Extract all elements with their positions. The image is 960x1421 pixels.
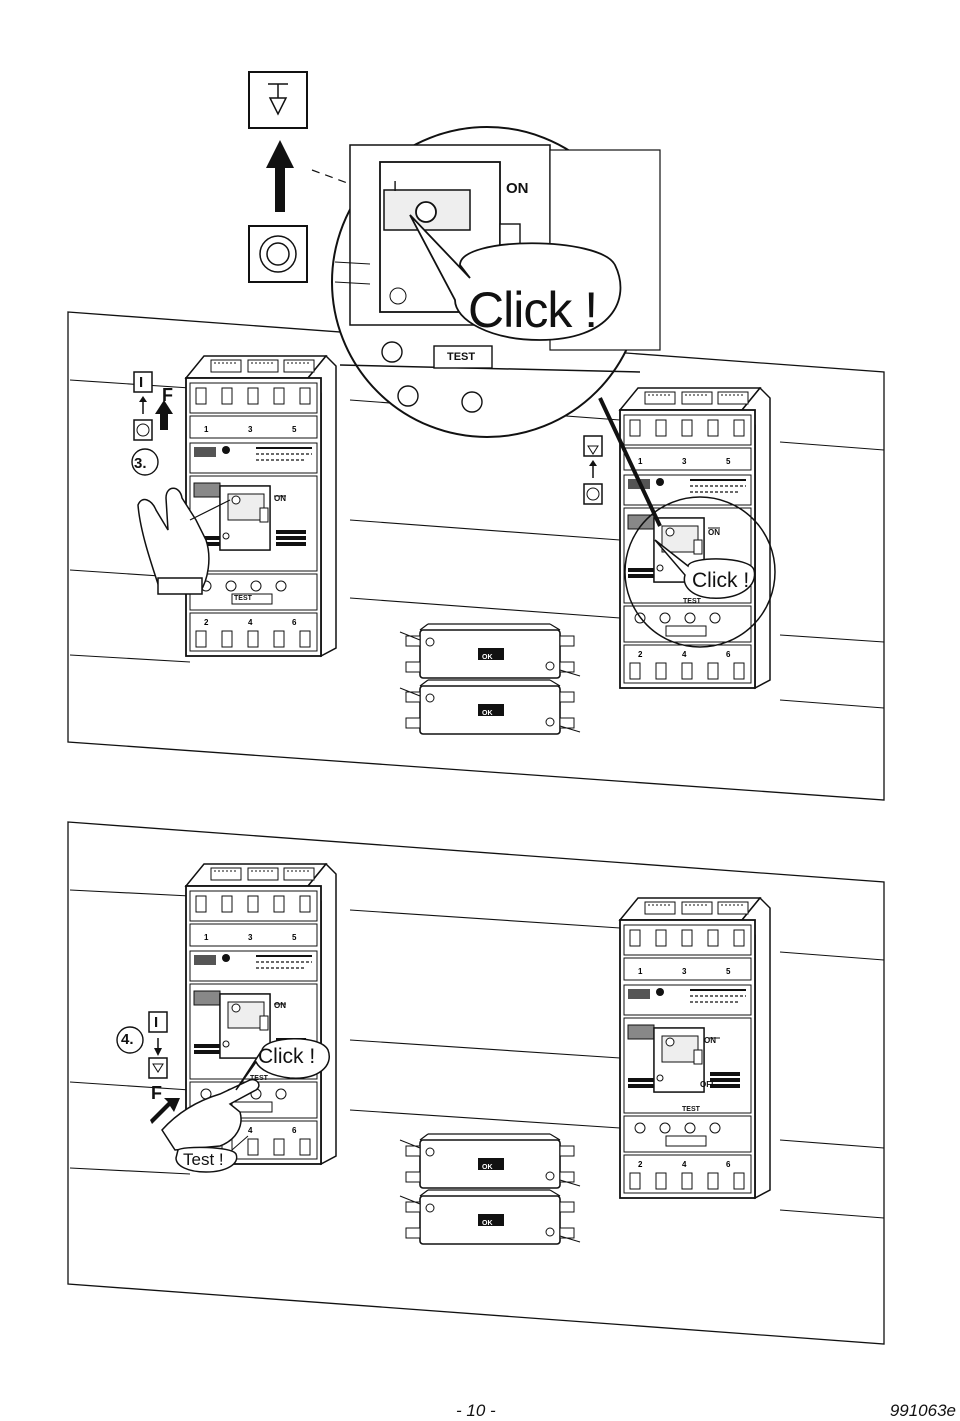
zoom-detail xyxy=(311,126,662,527)
device-on-label: ON xyxy=(274,494,286,503)
step4-force-label: F xyxy=(151,1083,162,1103)
device-test-label: TEST xyxy=(234,595,252,602)
step4-symbols xyxy=(116,1011,180,1124)
pressing-hand xyxy=(161,1078,260,1151)
accessory-ok-1: OK xyxy=(482,654,493,661)
zoom-on-label: ON xyxy=(506,180,529,197)
right-trip-symbol xyxy=(583,435,603,505)
accessory-ok-3: OK xyxy=(482,1164,493,1171)
right-click-bubble: Click ! xyxy=(692,569,750,592)
step4-click-bubble: Click ! xyxy=(258,1045,316,1068)
device-on-label-step4: ON xyxy=(274,1001,286,1010)
step3-force-label: F xyxy=(162,385,173,405)
reset-button-box xyxy=(248,225,308,283)
device-on-label-step4-right: ON xyxy=(704,1036,716,1045)
device-test-label-right: TEST xyxy=(683,598,701,605)
step3-label: 3. xyxy=(134,455,147,472)
trip-symbol-box xyxy=(248,71,308,129)
device-test-label-step4-right: TEST xyxy=(682,1106,700,1113)
accessory-ok-4: OK xyxy=(482,1220,493,1227)
device-test-label-step4: TEST xyxy=(250,1075,268,1082)
step3-symbols xyxy=(131,371,173,476)
accessory-ok-2: OK xyxy=(482,710,493,717)
test-bubble-text: Test ! xyxy=(183,1150,224,1169)
zoom-on-symbol: I xyxy=(393,178,398,195)
doc-code: 991063e xyxy=(889,1401,956,1420)
step3-on-symbol: I xyxy=(139,374,144,391)
page-number: - 10 - xyxy=(456,1401,496,1420)
step4-on-symbol: I xyxy=(154,1014,159,1031)
zoom-click-bubble: Click ! xyxy=(468,282,598,338)
step4-label: 4. xyxy=(121,1031,134,1048)
zoom-test-label: TEST xyxy=(447,351,476,363)
right-off-label: OFF xyxy=(700,1080,716,1089)
finger-hand xyxy=(137,487,231,595)
panel-bottom xyxy=(67,821,885,1345)
up-arrow xyxy=(266,140,294,212)
device-on-label-right: ON xyxy=(708,528,720,537)
click-bubble-step4 xyxy=(235,1038,330,1091)
test-bubble xyxy=(175,1135,249,1173)
right-zoom-detail xyxy=(624,496,776,648)
